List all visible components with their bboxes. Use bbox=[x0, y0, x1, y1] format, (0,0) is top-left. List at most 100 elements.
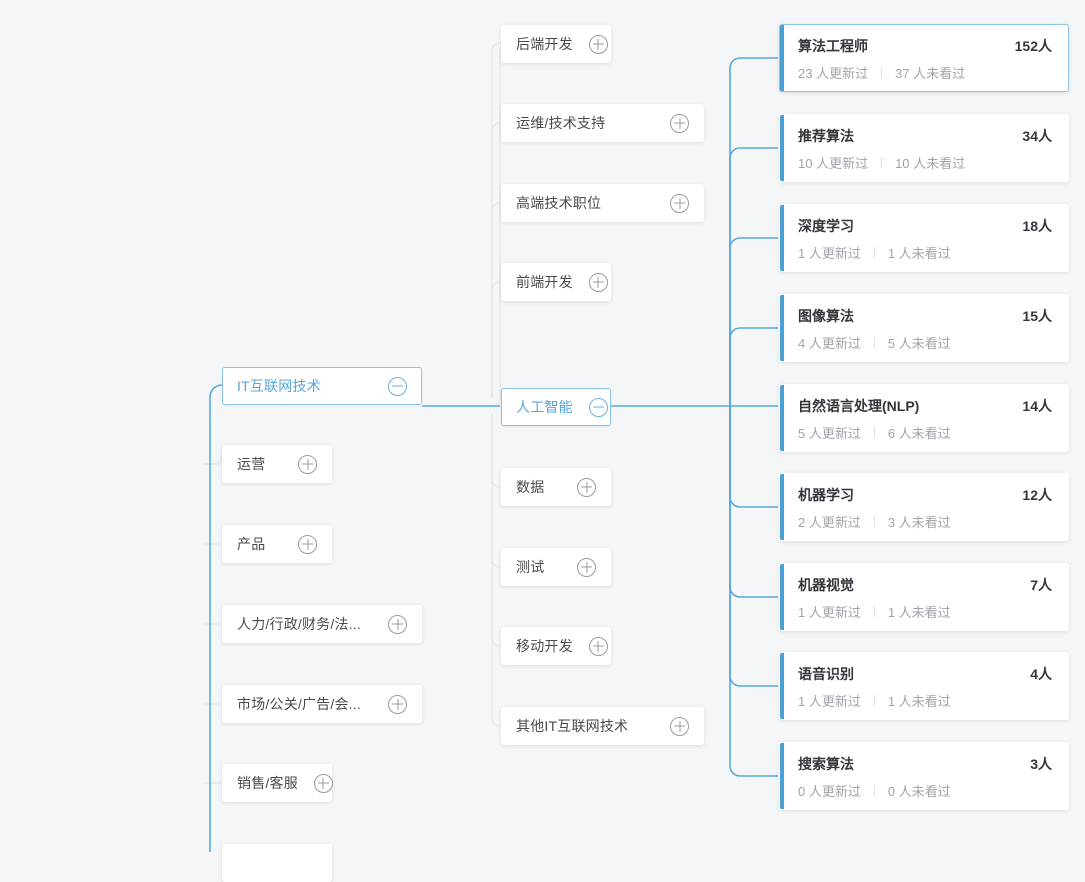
card-accent-bar bbox=[780, 205, 784, 271]
plus-circle-icon[interactable] bbox=[298, 454, 317, 474]
tree-node-label: 市场/公关/广告/会... bbox=[237, 696, 361, 712]
job-card-title: 自然语言处理(NLP) bbox=[798, 398, 920, 414]
plus-circle-icon[interactable] bbox=[670, 716, 689, 736]
tree-node-backend-dev[interactable]: 后端开发 bbox=[501, 25, 611, 63]
plus-circle-icon[interactable] bbox=[388, 614, 407, 634]
stat-separator bbox=[881, 157, 883, 168]
tree-node-marketing-pr-ads[interactable]: 市场/公关/广告/会... bbox=[222, 685, 422, 723]
job-card-count: 15人 bbox=[1022, 308, 1052, 324]
job-card-updated: 23 人更新过 bbox=[798, 66, 869, 81]
tree-node-artificial-intelligence[interactable]: 人工智能 bbox=[501, 388, 611, 426]
job-card-updated: 1 人更新过 bbox=[798, 605, 861, 620]
tree-node-label: 数据 bbox=[516, 479, 545, 495]
plus-circle-icon[interactable] bbox=[388, 694, 407, 714]
job-card-updated: 5 人更新过 bbox=[798, 426, 861, 441]
job-card[interactable]: 搜索算法 3人 0 人更新过 0 人未看过 bbox=[779, 742, 1069, 810]
job-card[interactable]: 图像算法 15人 4 人更新过 5 人未看过 bbox=[779, 294, 1069, 362]
job-card-unread: 10 人未看过 bbox=[895, 156, 966, 171]
stat-separator bbox=[873, 337, 875, 348]
stat-separator bbox=[881, 67, 883, 78]
job-card[interactable]: 机器视觉 7人 1 人更新过 1 人未看过 bbox=[779, 563, 1069, 631]
job-card-updated: 1 人更新过 bbox=[798, 246, 861, 261]
tree-node-sales-service[interactable]: 销售/客服 bbox=[222, 764, 333, 802]
tree-node-label: 运维/技术支持 bbox=[516, 115, 606, 131]
plus-circle-icon[interactable] bbox=[670, 193, 689, 213]
minus-circle-icon[interactable] bbox=[588, 397, 608, 417]
plus-circle-icon[interactable] bbox=[298, 534, 317, 554]
tree-node-label: 测试 bbox=[516, 559, 545, 575]
tree-node-label: 运营 bbox=[237, 456, 266, 472]
job-card[interactable]: 机器学习 12人 2 人更新过 3 人未看过 bbox=[779, 473, 1069, 541]
tree-node-label: 其他IT互联网技术 bbox=[516, 718, 629, 734]
job-card-title: 语音识别 bbox=[798, 666, 854, 682]
stat-separator bbox=[873, 785, 875, 796]
stat-separator bbox=[873, 516, 875, 527]
tree-node-senior-tech-roles[interactable]: 高端技术职位 bbox=[501, 184, 704, 222]
job-card[interactable]: 语音识别 4人 1 人更新过 1 人未看过 bbox=[779, 652, 1069, 720]
job-card[interactable]: 自然语言处理(NLP) 14人 5 人更新过 6 人未看过 bbox=[779, 384, 1069, 452]
tree-node-mobile-dev[interactable]: 移动开发 bbox=[501, 627, 611, 665]
card-accent-bar bbox=[780, 564, 784, 630]
plus-circle-icon[interactable] bbox=[670, 113, 689, 133]
job-card-unread: 1 人未看过 bbox=[887, 605, 951, 620]
card-accent-bar bbox=[780, 295, 784, 361]
job-card-unread: 0 人未看过 bbox=[887, 784, 951, 799]
tree-node-devops-support[interactable]: 运维/技术支持 bbox=[501, 104, 704, 142]
tree-node-frontend-dev[interactable]: 前端开发 bbox=[501, 263, 611, 301]
job-card-title: 图像算法 bbox=[798, 308, 854, 324]
tree-node-testing[interactable]: 测试 bbox=[501, 548, 611, 586]
card-accent-bar bbox=[780, 25, 784, 91]
plus-circle-icon[interactable] bbox=[313, 773, 333, 793]
job-card-count: 7人 bbox=[1030, 577, 1052, 593]
job-card[interactable]: 深度学习 18人 1 人更新过 1 人未看过 bbox=[779, 204, 1069, 272]
job-card-count: 3人 bbox=[1030, 756, 1052, 772]
tree-node-label: 产品 bbox=[237, 536, 266, 552]
job-card[interactable]: 算法工程师 152人 23 人更新过 37 人未看过 bbox=[779, 24, 1069, 92]
tree-node-data[interactable]: 数据 bbox=[501, 468, 611, 506]
card-accent-bar bbox=[780, 653, 784, 719]
job-card-title: 深度学习 bbox=[798, 218, 854, 234]
tree-node-root-label: IT互联网技术 bbox=[237, 378, 321, 394]
card-accent-bar bbox=[780, 474, 784, 540]
job-card-unread: 5 人未看过 bbox=[887, 336, 951, 351]
tree-node-hr-admin-finance-legal[interactable]: 人力/行政/财务/法... bbox=[222, 605, 422, 643]
job-card-unread: 6 人未看过 bbox=[887, 426, 951, 441]
tree-node-root[interactable]: IT互联网技术 bbox=[222, 367, 422, 405]
job-card-title: 搜索算法 bbox=[798, 756, 854, 772]
plus-circle-icon[interactable] bbox=[588, 34, 608, 54]
tree-node-operations[interactable]: 运营 bbox=[222, 445, 332, 483]
job-card-updated: 4 人更新过 bbox=[798, 336, 861, 351]
tree-node-label: 销售/客服 bbox=[237, 775, 298, 791]
tree-node-label: 人工智能 bbox=[516, 399, 573, 415]
job-card-updated: 10 人更新过 bbox=[798, 156, 869, 171]
job-card-count: 4人 bbox=[1030, 666, 1052, 682]
job-card[interactable]: 推荐算法 34人 10 人更新过 10 人未看过 bbox=[779, 114, 1069, 182]
minus-circle-icon[interactable] bbox=[388, 376, 407, 396]
tree-node-partial-bottom[interactable] bbox=[222, 844, 332, 882]
job-card-count: 12人 bbox=[1022, 487, 1052, 503]
tree-node-label: 前端开发 bbox=[516, 274, 573, 290]
plus-circle-icon[interactable] bbox=[588, 636, 608, 656]
job-card-title: 推荐算法 bbox=[798, 128, 854, 144]
tree-node-product[interactable]: 产品 bbox=[222, 525, 332, 563]
plus-circle-icon[interactable] bbox=[577, 557, 596, 577]
tree-node-other-it[interactable]: 其他IT互联网技术 bbox=[501, 707, 704, 745]
stat-separator bbox=[873, 695, 875, 706]
job-card-count: 18人 bbox=[1022, 218, 1052, 234]
job-card-unread: 1 人未看过 bbox=[887, 246, 951, 261]
job-card-count: 152人 bbox=[1014, 38, 1052, 54]
job-card-updated: 0 人更新过 bbox=[798, 784, 861, 799]
job-card-updated: 1 人更新过 bbox=[798, 694, 861, 709]
plus-circle-icon[interactable] bbox=[588, 272, 608, 292]
tree-node-label: 高端技术职位 bbox=[516, 195, 602, 211]
card-accent-bar bbox=[780, 743, 784, 809]
job-card-title: 机器学习 bbox=[798, 487, 854, 503]
plus-circle-icon[interactable] bbox=[577, 477, 596, 497]
job-card-unread: 3 人未看过 bbox=[887, 515, 951, 530]
job-card-updated: 2 人更新过 bbox=[798, 515, 861, 530]
job-card-unread: 1 人未看过 bbox=[887, 694, 951, 709]
stat-separator bbox=[873, 606, 875, 617]
card-accent-bar bbox=[780, 115, 784, 181]
job-card-title: 算法工程师 bbox=[798, 38, 868, 54]
stat-separator bbox=[873, 247, 875, 258]
